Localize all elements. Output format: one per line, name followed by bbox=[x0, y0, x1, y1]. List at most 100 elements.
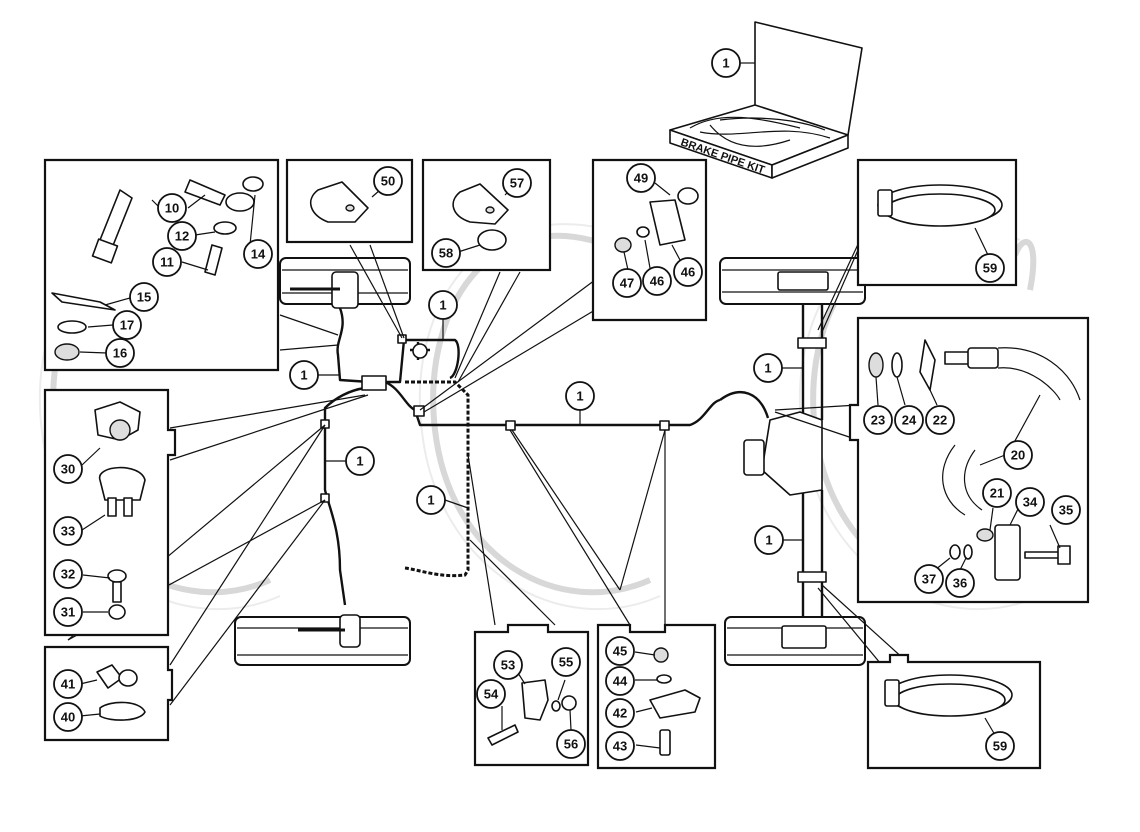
callout-33: 33 bbox=[53, 516, 83, 546]
svg-text:21: 21 bbox=[990, 486, 1004, 501]
svg-text:33: 33 bbox=[61, 524, 75, 539]
callout-17: 17 bbox=[112, 310, 142, 340]
svg-text:20: 20 bbox=[1011, 448, 1025, 463]
callout-24: 24 bbox=[894, 405, 924, 435]
callout-14: 14 bbox=[243, 239, 273, 269]
callout-pipe-f: 1 bbox=[753, 353, 783, 383]
callout-31: 31 bbox=[53, 597, 83, 627]
svg-text:40: 40 bbox=[61, 710, 75, 725]
svg-text:34: 34 bbox=[1023, 495, 1038, 510]
callout-16: 16 bbox=[105, 338, 135, 368]
callout-11: 11 bbox=[152, 247, 182, 277]
rear-axle-vertical bbox=[743, 305, 827, 617]
svg-text:36: 36 bbox=[953, 576, 967, 591]
svg-text:23: 23 bbox=[871, 413, 885, 428]
callout-pipe-d: 1 bbox=[345, 446, 375, 476]
callout-50: 50 bbox=[373, 166, 403, 196]
callout-37: 37 bbox=[914, 564, 944, 594]
detail-box-clip-57 bbox=[421, 158, 552, 272]
callout-36: 36 bbox=[945, 568, 975, 598]
svg-text:42: 42 bbox=[613, 706, 627, 721]
callout-42: 42 bbox=[605, 698, 635, 728]
right-frame-top bbox=[719, 257, 866, 305]
callout-45: 45 bbox=[605, 636, 635, 666]
callout-22: 22 bbox=[925, 405, 955, 435]
svg-text:1: 1 bbox=[300, 368, 307, 383]
callout-23: 23 bbox=[863, 405, 893, 435]
svg-text:1: 1 bbox=[427, 493, 434, 508]
callout-55: 55 bbox=[551, 647, 581, 677]
callout-57: 57 bbox=[502, 168, 532, 198]
svg-text:56: 56 bbox=[564, 737, 578, 752]
svg-text:17: 17 bbox=[120, 318, 134, 333]
callout-pipe-e: 1 bbox=[416, 485, 446, 515]
callout-pipe-b: 1 bbox=[289, 360, 319, 390]
right-frame-bottom bbox=[724, 616, 866, 666]
svg-text:15: 15 bbox=[137, 290, 151, 305]
callout-41: 41 bbox=[53, 669, 83, 699]
callout-pipe-g: 1 bbox=[754, 525, 784, 555]
callout-15: 15 bbox=[129, 282, 159, 312]
svg-text:22: 22 bbox=[933, 413, 947, 428]
callout-balloons: 1 10 12 11 14 15 17 16 50 57 58 49 47 46… bbox=[53, 48, 1081, 761]
brake-pipe-kit: BRAKE PIPE KIT bbox=[669, 21, 863, 179]
callout-59-top: 59 bbox=[975, 253, 1005, 283]
callout-32: 32 bbox=[53, 559, 83, 589]
callout-54: 54 bbox=[476, 679, 506, 709]
svg-text:30: 30 bbox=[61, 462, 75, 477]
callout-34: 34 bbox=[1015, 487, 1045, 517]
svg-text:53: 53 bbox=[501, 658, 515, 673]
svg-text:12: 12 bbox=[175, 229, 189, 244]
svg-text:59: 59 bbox=[993, 739, 1007, 754]
svg-text:1: 1 bbox=[576, 389, 583, 404]
svg-text:54: 54 bbox=[484, 687, 499, 702]
svg-text:47: 47 bbox=[620, 276, 634, 291]
detail-box-clamp-59-bottom bbox=[866, 653, 1042, 770]
callout-49: 49 bbox=[626, 163, 656, 193]
svg-text:31: 31 bbox=[61, 605, 75, 620]
svg-text:49: 49 bbox=[634, 171, 648, 186]
rear-left-crossmember bbox=[234, 614, 411, 666]
svg-text:46: 46 bbox=[681, 265, 695, 280]
svg-text:44: 44 bbox=[613, 674, 628, 689]
callout-10: 10 bbox=[157, 193, 187, 223]
callout-30: 30 bbox=[53, 454, 83, 484]
callout-pipe-a: 1 bbox=[428, 290, 458, 320]
callout-40: 40 bbox=[53, 702, 83, 732]
svg-text:1: 1 bbox=[356, 454, 363, 469]
svg-text:1: 1 bbox=[722, 56, 729, 71]
balloon-stubs bbox=[318, 319, 803, 541]
svg-text:35: 35 bbox=[1059, 503, 1073, 518]
callout-kit: 1 bbox=[711, 48, 741, 78]
svg-text:46: 46 bbox=[650, 274, 664, 289]
svg-text:24: 24 bbox=[902, 413, 917, 428]
svg-text:41: 41 bbox=[61, 677, 75, 692]
svg-text:1: 1 bbox=[439, 298, 446, 313]
svg-text:11: 11 bbox=[160, 255, 174, 270]
callout-43: 43 bbox=[605, 731, 635, 761]
brake-pipes bbox=[320, 307, 770, 606]
svg-text:59: 59 bbox=[983, 261, 997, 276]
svg-text:45: 45 bbox=[613, 644, 627, 659]
detail-box-hose bbox=[848, 316, 1090, 604]
svg-text:10: 10 bbox=[165, 201, 179, 216]
svg-text:57: 57 bbox=[510, 176, 524, 191]
callout-47: 47 bbox=[612, 268, 642, 298]
svg-text:14: 14 bbox=[251, 247, 266, 262]
svg-text:32: 32 bbox=[61, 567, 75, 582]
svg-text:37: 37 bbox=[922, 572, 936, 587]
callout-pipe-c: 1 bbox=[565, 381, 595, 411]
svg-text:58: 58 bbox=[439, 246, 453, 261]
callout-53: 53 bbox=[493, 650, 523, 680]
svg-text:43: 43 bbox=[613, 739, 627, 754]
callout-59-bottom: 59 bbox=[985, 731, 1015, 761]
callout-35: 35 bbox=[1051, 495, 1081, 525]
callout-21: 21 bbox=[982, 478, 1012, 508]
callout-46a: 46 bbox=[642, 266, 672, 296]
svg-text:55: 55 bbox=[559, 655, 573, 670]
svg-text:16: 16 bbox=[113, 346, 127, 361]
callout-44: 44 bbox=[605, 666, 635, 696]
callout-56: 56 bbox=[556, 729, 586, 759]
svg-text:50: 50 bbox=[381, 174, 395, 189]
